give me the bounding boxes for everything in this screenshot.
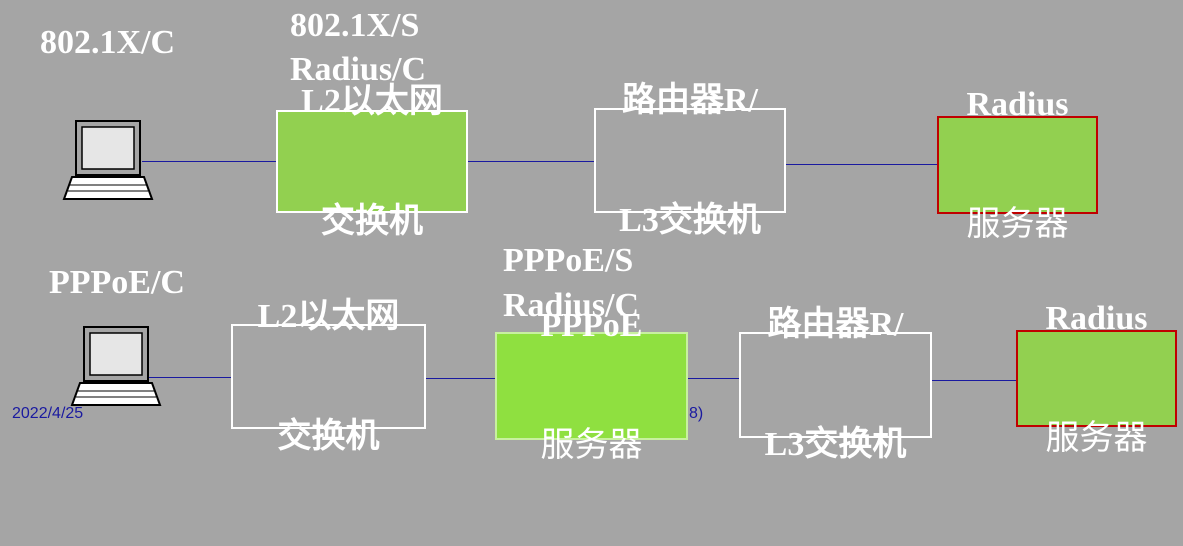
radius-server-box-row1: Radius 服务器 [937, 86, 1098, 243]
link-router2-radius2 [930, 380, 1018, 381]
radius-box-line1: Radius [1045, 299, 1148, 337]
pppoe-box-line2: 服务器 [540, 427, 643, 464]
switch-box-line2: 交换机 [321, 202, 423, 240]
radius-box-line2: 服务器 [1045, 419, 1148, 457]
link-switch1-router1 [466, 161, 596, 162]
switch-label-8021x-s: 802.1X/S [290, 7, 420, 44]
link-pppoe-router2 [686, 378, 741, 379]
link-laptop1-switch1 [142, 161, 278, 162]
l2-switch-box-row2: L2以太网 交换机 [231, 298, 426, 455]
switch-box-line1: L2以太网 [301, 82, 443, 120]
link-router1-radius1 [784, 164, 939, 165]
laptop-icon [62, 120, 154, 200]
router-box-line1: 路由器R/ [622, 81, 758, 119]
pppoe-server-box: PPPoE 服务器 [495, 307, 688, 464]
client-label-pppoe: PPPoE/C [49, 264, 185, 301]
radius-server-box-row2: Radius 服务器 [1016, 300, 1177, 457]
server-label-pppoe-s: PPPoE/S [503, 242, 634, 279]
slide-date: 2022/4/25 [12, 405, 84, 422]
router-box-line2: L3交换机 [764, 426, 907, 463]
l2-switch-box-row1: L2以太网 交换机 [276, 83, 468, 240]
server-label-radius-c: Radius/C [503, 287, 640, 324]
router-box-row1: 路由器R/ L3交换机 [594, 82, 786, 239]
slide-page-fragment: 8) [689, 405, 704, 422]
link-laptop2-switch2 [149, 377, 233, 378]
router-box-line1: 路由器R/ [767, 306, 904, 343]
pppoe-box-line1: PPPoE [540, 307, 643, 344]
router-box-row2: 路由器R/ L3交换机 [739, 306, 932, 463]
link-switch2-pppoe [424, 378, 497, 379]
radius-box-line1: Radius [966, 86, 1069, 123]
router-box-line2: L3交换机 [619, 201, 761, 239]
switch-box-line2: 交换机 [277, 417, 380, 455]
laptop-icon [70, 326, 162, 406]
radius-box-line2: 服务器 [966, 206, 1069, 243]
client-label-8021x: 802.1X/C [40, 24, 176, 61]
switch-box-line1: L2以太网 [257, 297, 400, 335]
switch-label-radius-c: Radius/C [290, 51, 427, 88]
